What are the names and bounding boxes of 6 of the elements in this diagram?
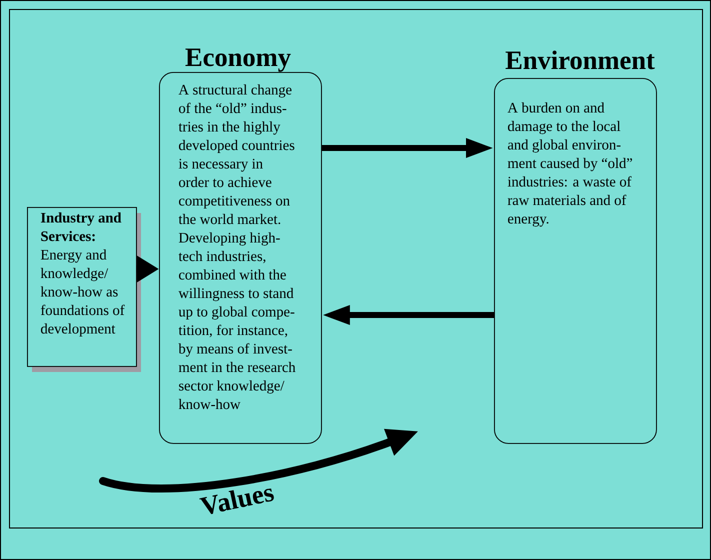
box-heading: Economy xyxy=(185,48,291,72)
text-box: Industry and Services: Energy and knowledge/ know-how as foundations of development xyxy=(27,207,141,372)
box-heading: Environment xyxy=(506,50,655,70)
rounded-box: A burden on and damage to the local and global environ- ment caused by “old” industries: a waste of raw materials and of energy. xyxy=(494,78,657,444)
rounded-box: A structural change of the “old” indus- tries in the highly developed countries is necessary in order to achieve competitiveness on the world market. Developing high- tech industries, combined with the willingness to stand up to global compe- tition, for instance, by means of invest- ment in the research sector knowledge/ know-how xyxy=(159,72,322,444)
arrow-label: Values xyxy=(199,488,274,514)
